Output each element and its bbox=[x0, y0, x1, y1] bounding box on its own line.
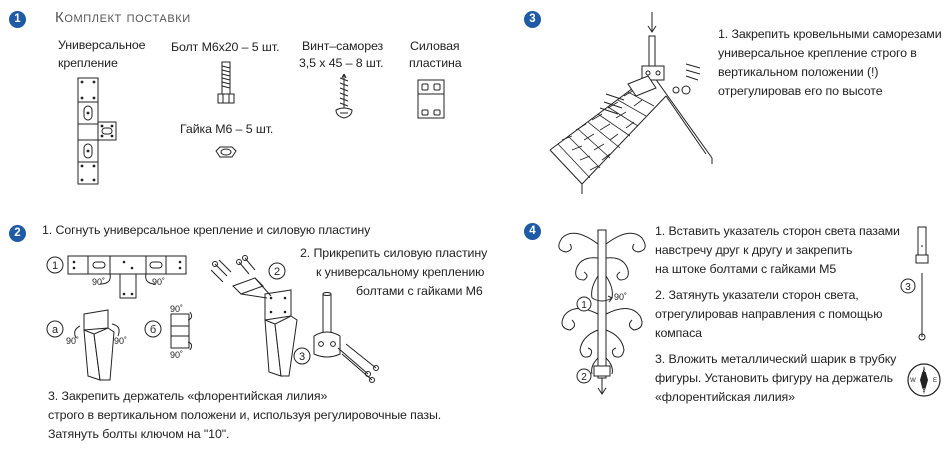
mark-2-label: 2 bbox=[274, 266, 280, 278]
step-2-badge: 2 bbox=[9, 225, 26, 242]
mark-1-label: 1 bbox=[52, 260, 58, 272]
step-2-mark-3: 3 bbox=[293, 347, 311, 365]
angle-label: 90˚ bbox=[152, 277, 165, 287]
mark-3-label: 3 bbox=[299, 351, 305, 363]
step-4-text-3c: «флорентийская лилия» bbox=[655, 390, 795, 404]
angle-label: 90˚ bbox=[170, 350, 183, 360]
compass-w: W bbox=[910, 378, 916, 384]
step-4-text-2: 2. Затянуть указатели сторон света, bbox=[655, 288, 859, 302]
step-4-text-2c: компаса bbox=[655, 326, 702, 340]
figure-mark-2: 2 bbox=[581, 372, 587, 383]
step-1-badge: 1 bbox=[9, 11, 26, 28]
step-3-text-3: вертикальном положении (!) bbox=[718, 65, 879, 79]
bolt-icon bbox=[217, 60, 235, 106]
step-2-mark-2: 2 bbox=[268, 262, 286, 280]
nut-label: Гайка М6 – 5 шт. bbox=[180, 122, 274, 136]
step-2-text-3b: строго в вертикальном положени и, исполь… bbox=[48, 408, 442, 422]
step-3-text: 1. Закрепить кровельными саморезами bbox=[718, 27, 942, 41]
compass-n: N bbox=[922, 368, 926, 374]
step-4-badge: 4 bbox=[524, 223, 541, 240]
step-4-text-2b: отрегулировав направления с помощью bbox=[655, 307, 883, 321]
angle-label: 90˚ bbox=[170, 304, 183, 314]
plate-label: Силовая bbox=[410, 39, 460, 53]
flat-mount-strip: 90˚ 90˚ bbox=[66, 254, 190, 302]
tube-and-ball: 3 bbox=[900, 225, 944, 395]
step-2-text-2: 2. Прикрепить силовую пластину bbox=[300, 246, 488, 260]
tube-mark-3: 3 bbox=[905, 282, 911, 293]
assembly-step-2 bbox=[205, 256, 315, 381]
screw-label: Винт–саморез bbox=[302, 39, 384, 53]
step-3-badge: 3 bbox=[524, 11, 541, 28]
assembly-step-3 bbox=[306, 292, 386, 392]
universal-mount-illustration bbox=[76, 76, 120, 186]
plate-b: 90˚ 90˚ bbox=[170, 304, 196, 360]
compass-s: S bbox=[922, 389, 926, 395]
angle-label: 90˚ bbox=[92, 277, 105, 287]
folded-mount-a: 90˚ 90˚ bbox=[66, 308, 127, 382]
plate-label-2: пластина bbox=[409, 56, 462, 70]
figure-mark-1: 1 bbox=[581, 300, 587, 311]
universal-mount-label-2: крепление bbox=[58, 56, 118, 70]
nut-icon bbox=[214, 145, 238, 159]
power-plate-icon bbox=[416, 76, 446, 122]
bolt-label: Болт М6х20 – 5 шт. bbox=[171, 40, 280, 54]
step-4-text-1: 1. Вставить указатель сторон света пазам… bbox=[655, 224, 900, 238]
angle-label: 90˚ bbox=[114, 336, 127, 346]
figure-angle-label: 90˚ bbox=[614, 292, 627, 302]
screw-label-2: 3,5 х 45 – 8 шт. bbox=[299, 56, 384, 70]
step-4-text-1c: на штоке болтами с гайками М5 bbox=[655, 262, 837, 276]
screw-icon bbox=[333, 72, 355, 122]
step-3-text-4: отрегулировав его по высоте bbox=[718, 84, 883, 98]
step-4-text-3: 3. Вложить металлический шарик в трубку bbox=[655, 352, 897, 366]
universal-mount-label: Универсальное bbox=[58, 38, 146, 52]
step-2-mark-1: 1 bbox=[46, 256, 64, 274]
step-2-text-3c: Затянуть болты ключом на "10". bbox=[48, 427, 230, 441]
step-2-text-2b: к универсальному креплению bbox=[316, 265, 485, 279]
compass-e: E bbox=[933, 378, 937, 384]
step-2-text-1: 1. Согнуть универсальное крепление и сил… bbox=[42, 223, 371, 237]
step-2-mark-a: а bbox=[46, 320, 64, 338]
step-3-text-2: универсальное крепление строго в bbox=[718, 46, 917, 60]
roof-illustration bbox=[548, 8, 718, 198]
step-4-text-1b: навстречу друг к другу и закрепить bbox=[655, 243, 853, 257]
step-2-mark-b: б bbox=[144, 320, 162, 338]
weathervane-figure: 1 2 90˚ bbox=[552, 218, 652, 400]
angle-label: 90˚ bbox=[66, 336, 79, 346]
step-4-text-3b: фигуры. Установить фигуру на держатель bbox=[655, 371, 893, 385]
compass-icon: N W E S bbox=[906, 362, 942, 398]
mark-a-label: а bbox=[52, 324, 59, 336]
mark-b-label: б bbox=[150, 324, 156, 336]
step-2-text-3: 3. Закрепить держатель «флорентийская ли… bbox=[48, 389, 328, 403]
kit-heading: Комплект поставки bbox=[55, 9, 191, 26]
step-2-text-2c: болтами с гайками М6 bbox=[356, 284, 483, 298]
